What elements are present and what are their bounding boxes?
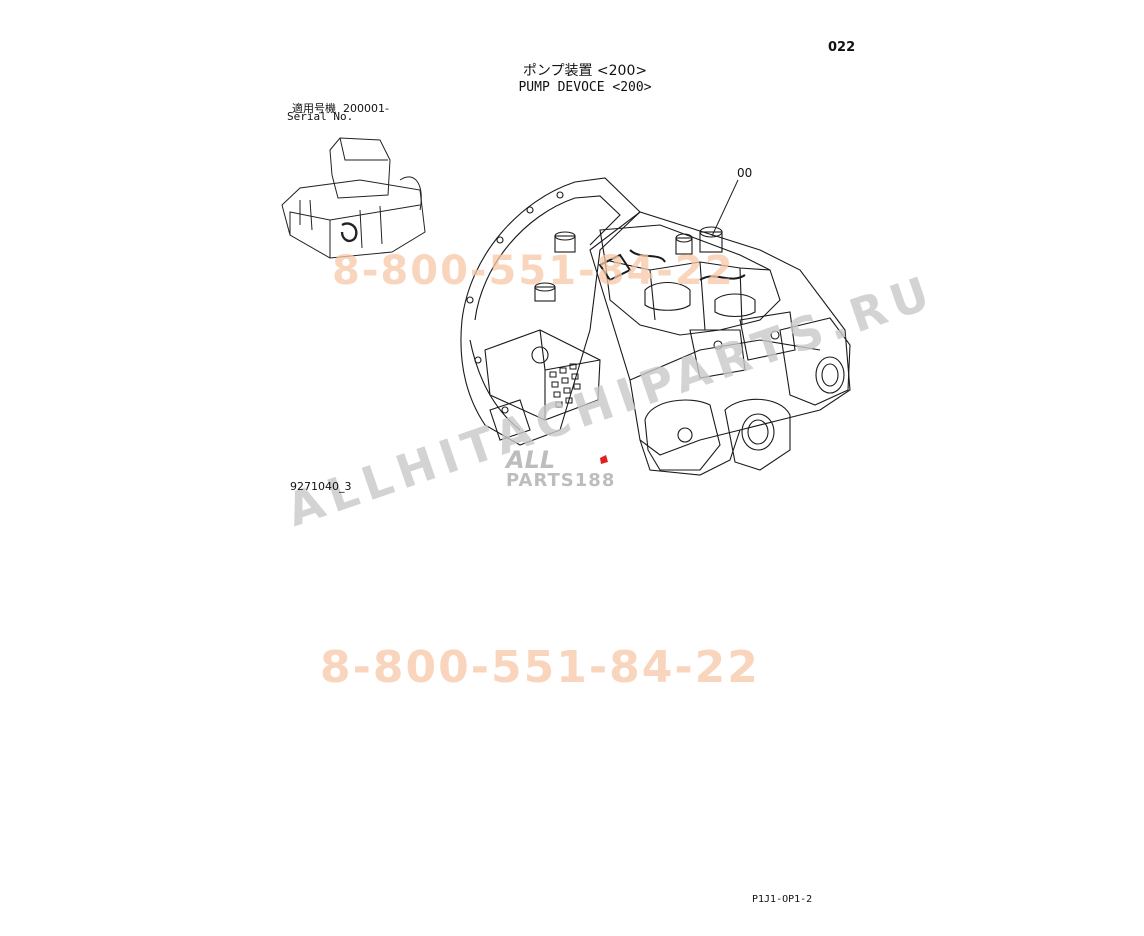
leader-line-00	[711, 179, 739, 237]
red-marker	[600, 455, 608, 464]
page-number: 022	[828, 40, 856, 55]
footer-code: P1J1-OP1-2	[752, 894, 813, 905]
watermark-brand-line1: ALL	[506, 446, 556, 474]
watermark-phone-top: 8-800-551-84-22	[332, 248, 735, 294]
watermark-brand-line2: PARTS188	[506, 470, 616, 491]
serial-label-japanese: 適用号機	[292, 102, 336, 115]
excavator-thumbnail	[281, 137, 426, 259]
watermark-brand-logo: ALL PARTS188	[506, 448, 615, 490]
figure-number: 9271040_3	[290, 480, 352, 493]
pump-assembly-drawing	[460, 177, 851, 476]
watermark-phone-bottom: 8-800-551-84-22	[320, 642, 760, 693]
serial-label-english: Serial No.	[287, 110, 354, 123]
serial-row-japanese: 適用号機 200001-	[292, 100, 389, 116]
serial-value: 200001-	[343, 102, 389, 115]
page-title-japanese: ポンプ装置 <200>	[522, 63, 648, 79]
page-title-english: PUMP DEVOCE <200>	[518, 80, 652, 95]
part-reference-number[interactable]: 00	[737, 166, 753, 180]
